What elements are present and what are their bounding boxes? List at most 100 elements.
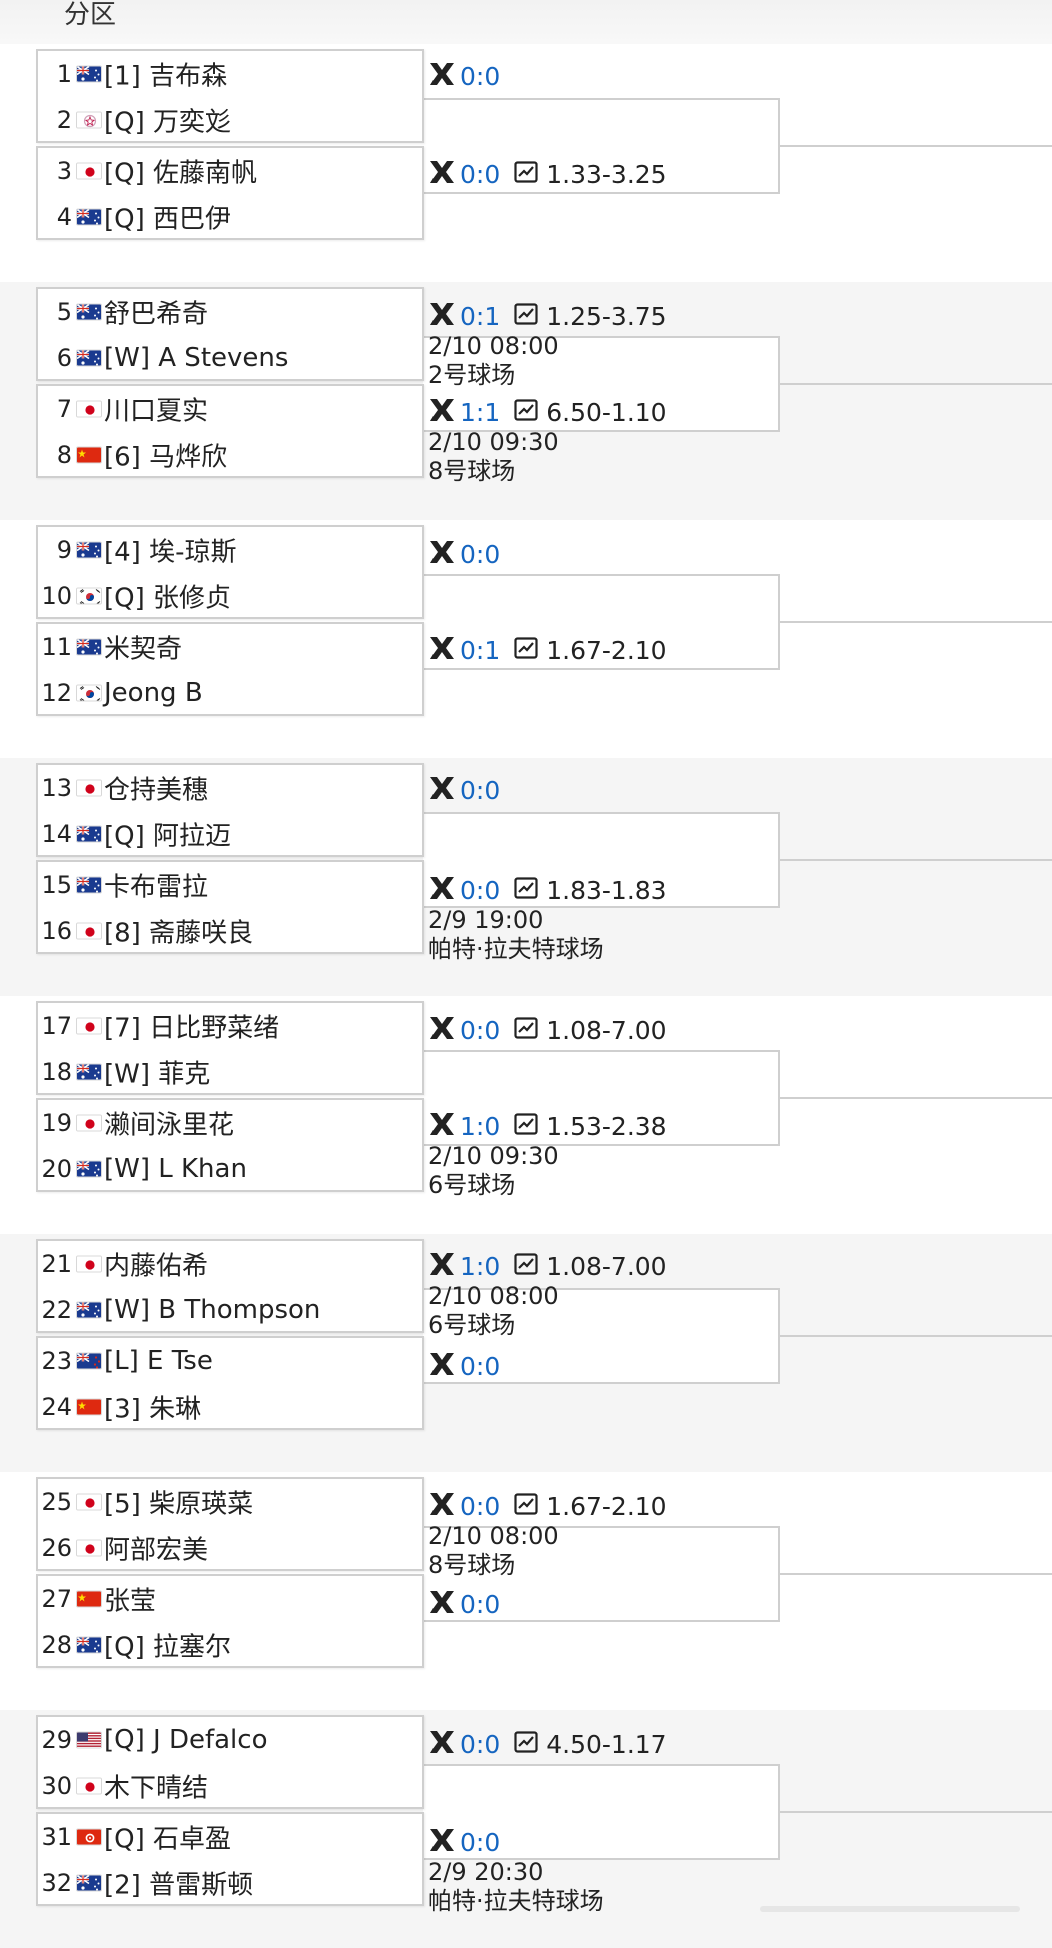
player-name[interactable]: [W] L Khan — [104, 1154, 247, 1184]
match-score-link[interactable]: 0:0 — [460, 62, 500, 91]
player-row[interactable]: 22[W] B Thompson — [38, 1287, 426, 1333]
head-to-head-icon[interactable] — [428, 1015, 456, 1045]
player-row[interactable]: 24[3] 朱琳 — [38, 1384, 426, 1430]
match-score-link[interactable]: 0:0 — [460, 1352, 500, 1381]
player-name[interactable]: 川口夏实 — [104, 391, 208, 428]
match-score-link[interactable]: 0:1 — [460, 302, 500, 331]
player-name[interactable]: [Q] 张修贞 — [104, 578, 231, 615]
player-row[interactable]: 17[7] 日比野菜绪 — [38, 1003, 426, 1049]
match-info[interactable]: 0:0 — [428, 1350, 500, 1382]
match-score-link[interactable]: 0:0 — [460, 1828, 500, 1857]
player-name[interactable]: [L] E Tse — [104, 1346, 213, 1376]
head-to-head-icon[interactable] — [428, 875, 456, 905]
player-name[interactable]: [1] 吉布森 — [104, 56, 227, 93]
player-row[interactable]: 32[2] 普雷斯顿 — [38, 1860, 426, 1906]
odds-chart-icon[interactable] — [500, 1017, 538, 1043]
odds-chart-icon[interactable] — [500, 877, 538, 903]
player-name[interactable]: [Q] 万奕彣 — [104, 102, 231, 139]
player-name[interactable]: [W] A Stevens — [104, 343, 288, 373]
player-row[interactable]: 28[Q] 拉塞尔 — [38, 1622, 426, 1668]
head-to-head-icon[interactable] — [428, 1111, 456, 1141]
player-name[interactable]: Jeong B — [104, 678, 203, 708]
head-to-head-icon[interactable] — [428, 1729, 456, 1759]
match-score-link[interactable]: 0:0 — [460, 160, 500, 189]
player-name[interactable]: 卡布雷拉 — [104, 867, 208, 904]
player-row[interactable]: 9[4] 埃-琼斯 — [38, 527, 426, 573]
player-name[interactable]: 濑间泳里花 — [104, 1105, 234, 1142]
player-name[interactable]: [8] 斋藤咲良 — [104, 913, 253, 950]
head-to-head-icon[interactable] — [428, 397, 456, 427]
odds-chart-icon[interactable] — [500, 1253, 538, 1279]
player-name[interactable]: 米契奇 — [104, 629, 182, 666]
match-score-link[interactable]: 0:0 — [460, 1730, 500, 1759]
odds-chart-icon[interactable] — [500, 637, 538, 663]
player-name[interactable]: 木下晴结 — [104, 1768, 208, 1805]
match-score-link[interactable]: 0:0 — [460, 776, 500, 805]
match-score-link[interactable]: 0:0 — [460, 540, 500, 569]
head-to-head-icon[interactable] — [428, 539, 456, 569]
player-name[interactable]: 阿部宏美 — [104, 1530, 208, 1567]
head-to-head-icon[interactable] — [428, 1251, 456, 1281]
match-score-link[interactable]: 0:0 — [460, 1016, 500, 1045]
head-to-head-icon[interactable] — [428, 775, 456, 805]
player-name[interactable]: [6] 马烨欣 — [104, 437, 227, 474]
player-row[interactable]: 4[Q] 西巴伊 — [38, 194, 426, 240]
player-name[interactable]: [Q] 西巴伊 — [104, 199, 231, 236]
player-name[interactable]: [Q] 佐藤南帆 — [104, 153, 257, 190]
match-score-link[interactable]: 1:1 — [460, 398, 500, 427]
match-score-link[interactable]: 0:0 — [460, 1492, 500, 1521]
player-name[interactable]: [4] 埃-琼斯 — [104, 532, 236, 569]
odds-chart-icon[interactable] — [500, 1113, 538, 1139]
head-to-head-icon[interactable] — [428, 159, 456, 189]
head-to-head-icon[interactable] — [428, 61, 456, 91]
head-to-head-icon[interactable] — [428, 1589, 456, 1619]
player-name[interactable]: 舒巴希奇 — [104, 294, 208, 331]
match-info[interactable]: 0:0 — [428, 60, 500, 92]
match-score-link[interactable]: 1:0 — [460, 1112, 500, 1141]
player-row[interactable]: 20[W] L Khan — [38, 1146, 426, 1192]
player-name[interactable]: [Q] 石卓盈 — [104, 1819, 231, 1856]
odds-chart-icon[interactable] — [500, 1493, 538, 1519]
player-name[interactable]: 张莹 — [104, 1581, 156, 1618]
player-row[interactable]: 16[8] 斋藤咲良 — [38, 908, 426, 954]
odds-chart-icon[interactable] — [500, 303, 538, 329]
player-row[interactable]: 1[1] 吉布森 — [38, 51, 426, 97]
odds-chart-icon[interactable] — [500, 399, 538, 425]
player-row[interactable]: 18[W] 菲克 — [38, 1049, 426, 1095]
match-score-link[interactable]: 1:0 — [460, 1252, 500, 1281]
player-name[interactable]: 内藤佑希 — [104, 1246, 208, 1283]
match-info[interactable]: 0:0 — [428, 1588, 500, 1620]
odds-chart-icon[interactable] — [500, 161, 538, 187]
player-row[interactable]: 25[5] 柴原瑛菜 — [38, 1479, 426, 1525]
player-row[interactable]: 3[Q] 佐藤南帆 — [38, 148, 426, 194]
player-row[interactable]: 8[6] 马烨欣 — [38, 432, 426, 478]
head-to-head-icon[interactable] — [428, 1491, 456, 1521]
head-to-head-icon[interactable] — [428, 301, 456, 331]
head-to-head-icon[interactable] — [428, 1827, 456, 1857]
player-name[interactable]: [5] 柴原瑛菜 — [104, 1484, 253, 1521]
player-row[interactable]: 31[Q] 石卓盈 — [38, 1814, 426, 1860]
match-score-link[interactable]: 0:1 — [460, 636, 500, 665]
match-score-link[interactable]: 0:0 — [460, 1590, 500, 1619]
player-row[interactable]: 23[L] E Tse — [38, 1338, 426, 1384]
player-name[interactable]: [7] 日比野菜绪 — [104, 1008, 279, 1045]
odds-chart-icon[interactable] — [500, 1731, 538, 1757]
player-row[interactable]: 2[Q] 万奕彣 — [38, 97, 426, 143]
